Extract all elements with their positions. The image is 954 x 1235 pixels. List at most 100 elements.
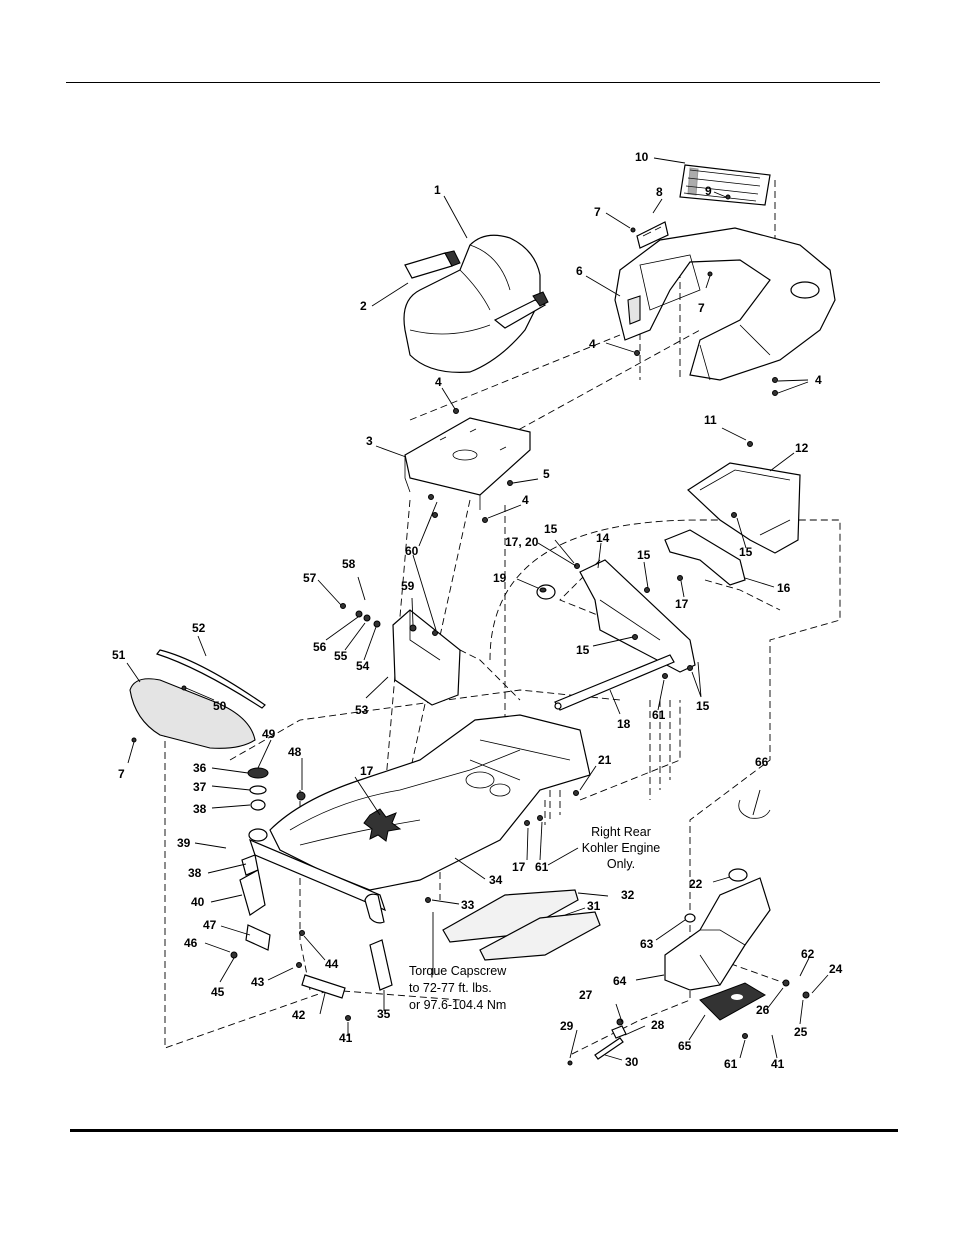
note-kohler-line-3: Only.: [607, 857, 635, 871]
callout-19: 19: [493, 571, 507, 585]
callout-10: 10: [635, 150, 649, 164]
note-torque-line-3: or 97.6-104.4 Nm: [409, 998, 506, 1012]
callout-57: 57: [303, 571, 317, 585]
part-64-fuel-tank: [664, 868, 771, 991]
callout-11: 11: [704, 413, 717, 427]
callout-17-a: 17: [675, 597, 689, 611]
part-3-seat-plate: [404, 417, 531, 510]
callout-48: 48: [288, 745, 302, 759]
note-kohler-line-2: Kohler Engine: [582, 841, 661, 855]
part-8-plate: [636, 221, 669, 249]
callout-60: 60: [405, 544, 419, 558]
part-53-shield: [392, 609, 461, 706]
callout-38-a: 38: [193, 802, 207, 816]
callout-61-c: 61: [724, 1057, 738, 1071]
callout-3: 3: [366, 434, 373, 448]
callout-42: 42: [292, 1008, 306, 1022]
part-65-shield: [699, 982, 766, 1021]
callout-37: 37: [193, 780, 207, 794]
callout-31: 31: [587, 899, 601, 913]
callout-36: 36: [193, 761, 207, 775]
part-1-seat: [403, 234, 549, 373]
part-66-clip: [738, 799, 771, 819]
callout-55: 55: [334, 649, 348, 663]
part-6-console: [614, 227, 836, 381]
callout-4-d: 4: [522, 493, 529, 507]
part-51-hood: [129, 649, 266, 749]
callout-17-c: 17: [512, 860, 526, 874]
callout-38-b: 38: [188, 866, 202, 880]
callout-33: 33: [461, 898, 475, 912]
note-torque: Torque Capscrew to 72-77 ft. lbs. or 97.…: [409, 964, 507, 1012]
callout-26: 26: [756, 1003, 770, 1017]
callout-7-a: 7: [594, 205, 601, 219]
leader-lines: [126, 157, 829, 1061]
callout-18: 18: [617, 717, 631, 731]
callout-15-a: 15: [544, 522, 558, 536]
callout-50: 50: [213, 699, 227, 713]
callout-62: 62: [801, 947, 815, 961]
part-18-rod: [554, 654, 675, 711]
callout-41-b: 41: [771, 1057, 785, 1071]
callout-15-c: 15: [739, 545, 753, 559]
part-36-40-mounts: [239, 767, 269, 916]
callout-61-b: 61: [535, 860, 549, 874]
callout-4-c: 4: [815, 373, 822, 387]
callout-17-b: 17: [360, 764, 374, 778]
callout-46: 46: [184, 936, 198, 950]
callout-14: 14: [596, 531, 610, 545]
callout-27: 27: [579, 988, 593, 1002]
callout-63: 63: [640, 937, 654, 951]
part-10-grille: [679, 164, 771, 206]
callout-35: 35: [377, 1007, 391, 1021]
callout-15-e: 15: [696, 699, 710, 713]
callout-52: 52: [192, 621, 206, 635]
header-rule: [66, 82, 880, 83]
callout-61-a: 61: [652, 708, 666, 722]
footer-rule: [70, 1129, 898, 1132]
callout-labels: 1 2 3 4 4 4 4 5 6 7 7 7 8 9 10 11 12 14 …: [112, 150, 843, 1071]
callout-45: 45: [211, 985, 225, 999]
callout-7-b: 7: [698, 301, 705, 315]
callout-32: 32: [621, 888, 635, 902]
note-kohler-engine: Right Rear Kohler Engine Only.: [582, 825, 661, 871]
callout-59: 59: [401, 579, 415, 593]
callout-22: 22: [689, 877, 703, 891]
callout-56: 56: [313, 640, 327, 654]
callout-2: 2: [360, 299, 367, 313]
callout-39: 39: [177, 836, 191, 850]
callout-9: 9: [705, 184, 712, 198]
part-47-42-35-brackets: [245, 924, 393, 999]
callout-7-c: 7: [118, 767, 125, 781]
callout-15-b: 15: [637, 548, 651, 562]
callout-21: 21: [598, 753, 612, 767]
callout-40: 40: [191, 895, 205, 909]
part-34-frame: [249, 714, 591, 924]
note-kohler-line-1: Right Rear: [591, 825, 651, 839]
part-19-knob: [536, 584, 556, 600]
note-torque-line-2: to 72-77 ft. lbs.: [409, 981, 492, 995]
callout-58: 58: [342, 557, 356, 571]
callout-29: 29: [560, 1019, 574, 1033]
callout-51: 51: [112, 648, 126, 662]
callout-53: 53: [355, 703, 369, 717]
callout-25: 25: [794, 1025, 808, 1039]
callout-17-20: 17, 20: [505, 535, 539, 549]
callout-49: 49: [262, 727, 276, 741]
callout-64: 64: [613, 974, 627, 988]
callout-47: 47: [203, 918, 217, 932]
callout-34: 34: [489, 873, 503, 887]
callout-15-d: 15: [576, 643, 590, 657]
callout-65: 65: [678, 1039, 692, 1053]
part-12-tray: [687, 462, 801, 554]
callout-6: 6: [576, 264, 583, 278]
hardware-bolts: [131, 194, 810, 1066]
callout-5: 5: [543, 467, 550, 481]
callout-30: 30: [625, 1055, 639, 1069]
callout-4-b: 4: [589, 337, 596, 351]
callout-66: 66: [755, 755, 769, 769]
callout-1: 1: [434, 183, 441, 197]
callout-16: 16: [777, 581, 791, 595]
callout-4-a: 4: [435, 375, 442, 389]
